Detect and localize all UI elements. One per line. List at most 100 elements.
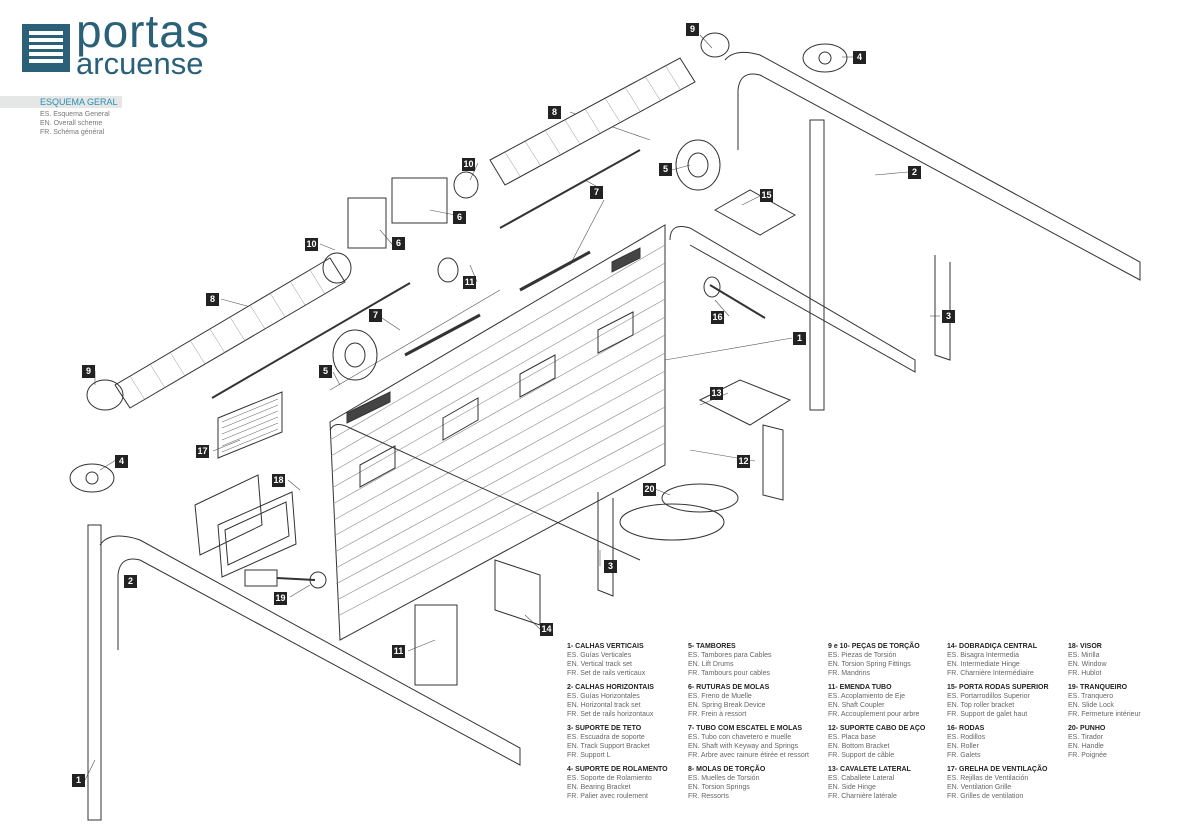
legend-heading: 13- CAVALETE LATERAL [828,766,911,773]
legend-item-5: 5- TAMBORES ES. Tambores para Cables EN.… [688,642,806,678]
bottom-bracket [762,424,784,501]
callout-3-right: 3 [942,310,955,323]
legend-fr: FR. Set de rails horizontaux [567,711,654,718]
legend-es: ES. Guías Verticales [567,652,632,659]
callout-20: 20 [643,483,656,496]
legend-item-17: 17- GRELHA DE VENTILAÇÃO ES. Rejillas de… [947,765,1065,801]
legend-es: ES. Tubo con chavetero e muelle [688,734,792,741]
legend-fr: FR. Galets [947,752,981,759]
legend-en: EN. Bearing Bracket [567,784,631,791]
callout-10-top: 10 [462,158,475,171]
bearing-bracket-right [802,43,848,73]
section-subtitle-en: EN. Overall scheme [40,120,103,127]
intermediate-hinge [494,559,541,626]
legend-en: EN. Side Hinge [828,784,876,791]
legend-en: EN. Ventilation Grille [947,784,1012,791]
legend-fr: FR. Frein à ressort [688,711,747,718]
legend-fr: FR. Charnière Intermédiaire [947,670,1034,677]
legend-heading: 12- SUPORTE CABO DE AÇO [828,725,926,732]
torsion-spring-left [114,257,346,409]
legend-es: ES. Portarrodillos Superior [947,693,1030,700]
legend-es: ES. Bisagra Intermedia [947,652,1019,659]
roller-wheel [703,276,721,298]
legend-heading: 19- TRANQUEIRO [1068,684,1128,691]
track-support-left [597,492,614,597]
inner-track-left [329,424,641,561]
legend-es: ES. Freno de Muelle [688,693,752,700]
callout-19: 19 [274,592,287,605]
callout-9-left: 9 [82,365,95,378]
legend-es: ES. Placa base [828,734,876,741]
brand-logo: portas arcuense [22,8,222,80]
legend-heading: 11- EMENDA TUBO [828,684,892,691]
legend-fr: FR. Support de galet haut [947,711,1028,718]
legend-fr: FR. Support de câble [828,752,895,759]
callout-11-bottom: 11 [392,645,405,658]
spring-fitting-10-right [453,171,479,199]
callout-6-top: 6 [453,211,466,224]
legend-heading: 6- RUTURAS DE MOLAS [688,684,770,691]
legend-heading: 1- CALHAS VERTICAIS [567,643,644,650]
callout-4-top: 4 [853,51,866,64]
legend-en: EN. Window [1068,661,1107,668]
legend-en: EN. Slide Lock [1068,702,1114,709]
horizontal-track-right [669,51,1141,373]
legend-item-2: 2- CALHAS HORIZONTAIS ES. Guías Horizont… [567,683,685,719]
legend-en: EN. Roller [947,743,979,750]
legend-en: EN. Bottom Bracket [828,743,890,750]
legend-heading: 2- CALHAS HORIZONTAIS [567,684,654,691]
bearing-bracket-left [69,463,115,493]
legend-item-9-10: 9 e 10- PEÇAS DE TORÇÃO ES. Piezas de To… [828,642,946,678]
legend-item-11: 11- EMENDA TUBO ES. Acoplamiento de Eje … [828,683,946,719]
legend-es: ES. Rodillos [947,734,986,741]
spring-fitting-10-left [322,252,352,284]
ventilation-grille [217,391,283,459]
callout-4-left: 4 [115,455,128,468]
callout-14: 14 [540,623,553,636]
legend-heading: 7- TUBO COM ESCATEL E MOLAS [688,725,803,732]
callout-18: 18 [272,474,285,487]
section-subtitle-es: ES. Esquema General [40,111,110,118]
callout-13: 13 [710,387,723,400]
callout-7-top: 7 [590,186,603,199]
handle-base [619,503,725,541]
spring-on-shaft-right [519,250,591,292]
shaft-coupler-bottom [414,604,458,686]
section-title-bar [0,96,122,108]
legend-en: EN. Lift Drums [688,661,734,668]
callout-12: 12 [737,455,750,468]
track-support-right [934,255,951,361]
legend-es: ES. Tambores para Cables [688,652,772,659]
legend-en: EN. Shaft Coupler [828,702,885,709]
garage-door-logo-icon [22,24,70,72]
callout-6-left: 6 [392,237,405,250]
legend-heading: 17- GRELHA DE VENTILAÇÃO [947,766,1048,773]
vertical-track-left [87,524,102,821]
legend-item-16: 16- RODAS ES. Rodillos EN. Roller FR. Ga… [947,724,1065,760]
legend-fr: FR. Support L [567,752,611,759]
callout-5-left: 5 [319,365,332,378]
slide-lock-body [244,569,278,587]
callout-16: 16 [711,311,724,324]
legend-es: ES. Muelles de Torsión [688,775,760,782]
legend-en: EN. Top roller bracket [947,702,1015,709]
callout-3-left: 3 [604,560,617,573]
legend-es: ES. Piezas de Torsión [828,652,897,659]
legend-es: ES. Tirador [1068,734,1104,741]
callout-10-left: 10 [305,238,318,251]
legend-item-8: 8- MOLAS DE TORÇÃO ES. Muelles de Torsió… [688,765,806,801]
legend-en: EN. Torsion Springs [688,784,750,791]
brand-name-line1: portas [76,5,210,57]
legend-fr: FR. Arbre avec rainure étirée et ressort [688,752,809,759]
legend-heading: 5- TAMBORES [688,643,736,650]
spring-break-left [347,197,387,249]
door-panel [329,224,666,641]
legend-item-13: 13- CAVALETE LATERAL ES. Caballete Later… [828,765,946,801]
callout-17: 17 [196,445,209,458]
legend-es: ES. Soporte de Rolamiento [567,775,652,782]
callout-1-right: 1 [793,332,806,345]
section-subtitle-fr: FR. Schéma général [40,129,105,136]
torsion-spring-right [489,57,696,186]
callout-9-top: 9 [686,23,699,36]
slide-lock-knob [309,571,327,589]
